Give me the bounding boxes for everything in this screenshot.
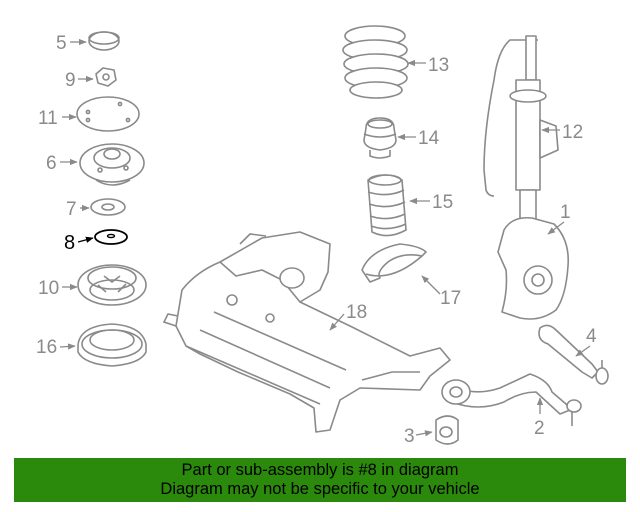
callout-7[interactable]: 7 [66,199,77,220]
callout-11[interactable]: 11 [38,108,58,129]
callout-18[interactable]: 18 [346,302,367,323]
part-18-subframe [162,231,451,433]
part-5-cap [88,31,120,51]
banner-line-2: Diagram may not be specific to your vehi… [160,480,480,498]
callout-12[interactable]: 12 [562,122,583,143]
callout-17[interactable]: 17 [440,288,461,309]
part-10-spring-pad [77,264,147,306]
callout-2[interactable]: 2 [534,418,545,439]
part-17-spring-seat [361,243,427,283]
callout-4[interactable]: 4 [586,326,597,347]
callout-5[interactable]: 5 [56,33,67,54]
part-4-control-arm [538,324,609,385]
part-11-plate [76,96,140,132]
part-1-knuckle [497,216,570,320]
part-12-strut [483,35,559,221]
part-6-mount [79,143,145,186]
callout-10[interactable]: 10 [38,278,59,299]
part-8-ring [94,229,128,245]
banner-line-1: Part or sub-assembly is #8 in diagram [181,461,459,479]
part-15-dust-boot [367,174,407,237]
callout-6[interactable]: 6 [46,153,57,174]
info-banner: Part or sub-assembly is #8 in diagram Di… [14,458,626,502]
callout-13[interactable]: 13 [428,55,449,76]
part-14-bump-stop [363,117,397,159]
callout-16[interactable]: 16 [36,337,57,358]
callout-1[interactable]: 1 [560,202,571,223]
callout-3[interactable]: 3 [404,426,415,447]
callout-15[interactable]: 15 [432,192,453,213]
part-2-control-arm [441,373,582,426]
callout-14[interactable]: 14 [418,128,440,149]
parts-diagram: 5 9 11 6 7 8 [36,25,609,447]
part-9-nut [95,67,117,87]
part-3-bushing [435,415,459,445]
callout-9[interactable]: 9 [65,70,76,91]
part-16-spring-seat [77,323,147,367]
callout-8[interactable]: 8 [64,232,75,254]
part-7-washer [90,198,126,216]
part-13-coil-spring [342,25,409,99]
